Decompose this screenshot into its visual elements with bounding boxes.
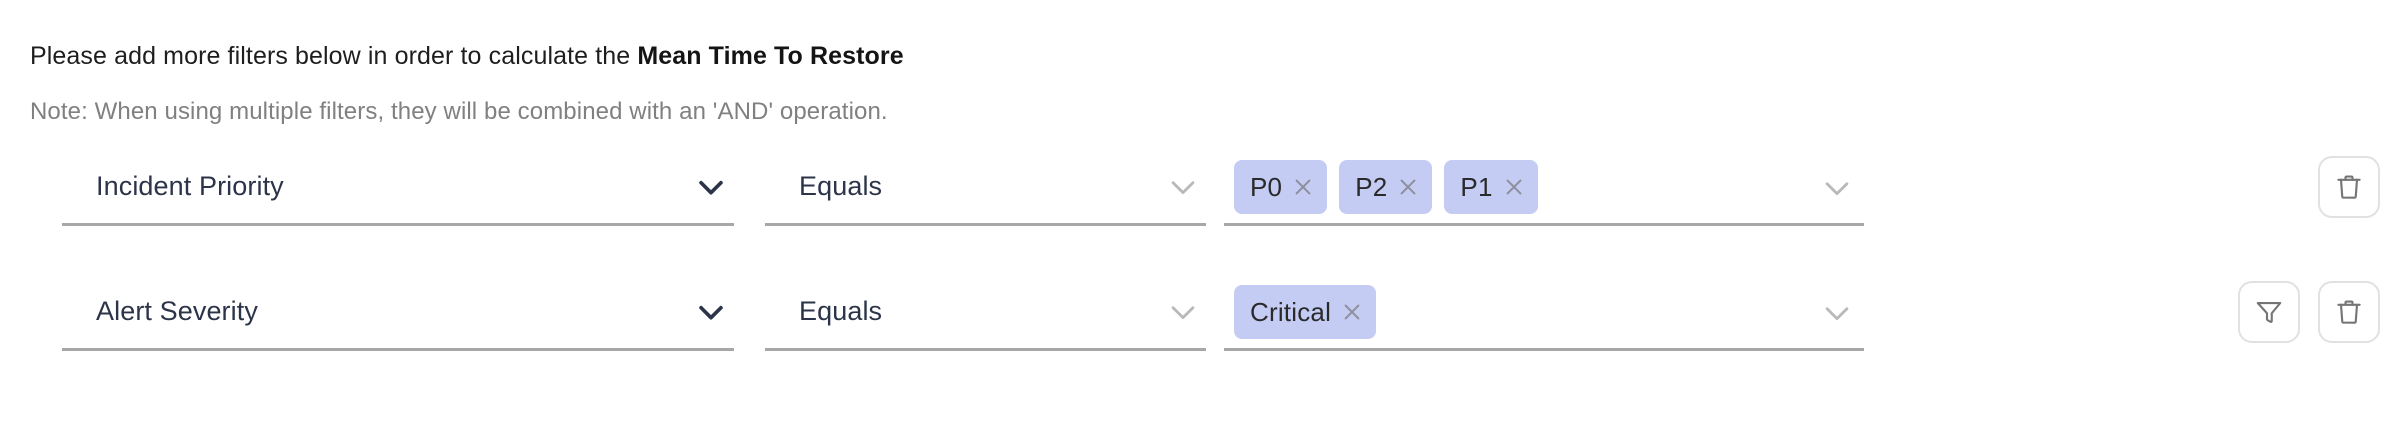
chevron-down-icon[interactable] [1820,296,1854,330]
filter-operator-select[interactable]: Equals [765,150,1206,226]
value-chip[interactable]: Critical [1234,284,1377,339]
close-icon[interactable] [1503,176,1525,198]
chevron-down-icon[interactable] [1166,170,1200,204]
filter-operator-select[interactable]: Equals [765,275,1206,351]
filter-values-multiselect[interactable]: Critical [1224,275,1864,351]
filter-attribute-value: Alert Severity [96,296,258,326]
value-chip-label: P0 [1250,171,1283,202]
filter-row: Alert Severity Equals Critical [0,275,2408,400]
chevron-down-icon[interactable] [1166,295,1200,329]
add-filter-button[interactable] [2238,281,2300,343]
value-chip[interactable]: P0 [1234,159,1328,214]
close-icon[interactable] [1292,176,1314,198]
close-icon[interactable] [1341,301,1363,323]
filter-row: Incident Priority Equals P0 P2 P1 [0,150,2408,275]
value-chip-label: P2 [1355,171,1388,202]
filter-operator-value: Equals [799,171,883,201]
metric-name: Mean Time To Restore [637,42,904,70]
page-title: Please add more filters below in order t… [30,40,904,72]
filter-row-actions [2238,281,2380,343]
filter-operator-value: Equals [799,296,883,326]
instruction-text: Please add more filters below in order t… [30,42,638,70]
trash-icon [2334,172,2364,202]
chevron-down-icon[interactable] [694,170,728,204]
chevron-down-icon[interactable] [694,295,728,329]
filter-attribute-value: Incident Priority [96,171,284,201]
value-chip-label: P1 [1460,171,1493,202]
filter-note: Note: When using multiple filters, they … [30,98,888,125]
selected-value-chips: Critical [1234,284,1377,339]
close-icon[interactable] [1397,176,1419,198]
chevron-down-icon[interactable] [1820,171,1854,205]
filter-attribute-select[interactable]: Alert Severity [62,275,734,351]
value-chip[interactable]: P2 [1339,159,1433,214]
filter-values-multiselect[interactable]: P0 P2 P1 [1224,150,1864,226]
delete-filter-button[interactable] [2318,281,2380,343]
trash-icon [2334,297,2364,327]
delete-filter-button[interactable] [2318,156,2380,218]
selected-value-chips: P0 P2 P1 [1234,159,1538,214]
filter-attribute-select[interactable]: Incident Priority [62,150,734,226]
value-chip-label: Critical [1250,296,1332,327]
funnel-icon [2254,297,2284,327]
filter-row-actions [2318,156,2380,218]
value-chip[interactable]: P1 [1444,159,1538,214]
